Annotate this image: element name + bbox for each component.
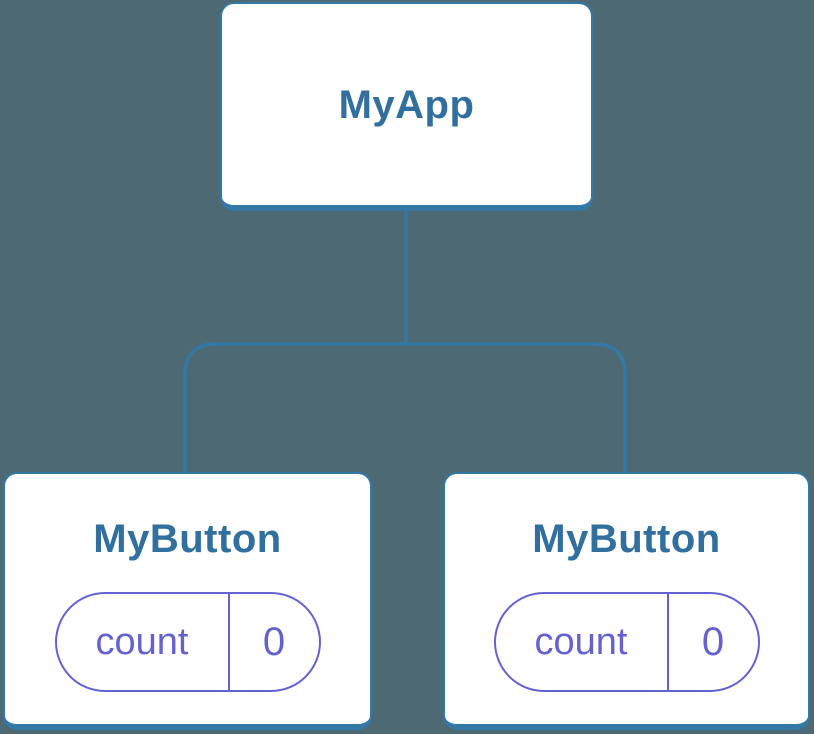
state-pill-1: count 0 xyxy=(54,592,321,692)
component-node-root: MyApp xyxy=(220,2,593,211)
component-label-root: MyApp xyxy=(338,82,475,127)
state-value-2: 0 xyxy=(701,619,725,664)
connector-branch xyxy=(183,342,627,474)
component-node-child-1: MyButton count 0 xyxy=(3,472,372,730)
component-label-child-1: MyButton xyxy=(93,517,282,561)
state-pill-2: count 0 xyxy=(493,592,760,692)
component-node-child-2: MyButton count 0 xyxy=(443,472,810,730)
state-value-1: 0 xyxy=(262,619,286,664)
state-name-1: count xyxy=(57,594,230,690)
component-label-child-2: MyButton xyxy=(532,517,721,561)
state-name-2: count xyxy=(496,594,669,690)
